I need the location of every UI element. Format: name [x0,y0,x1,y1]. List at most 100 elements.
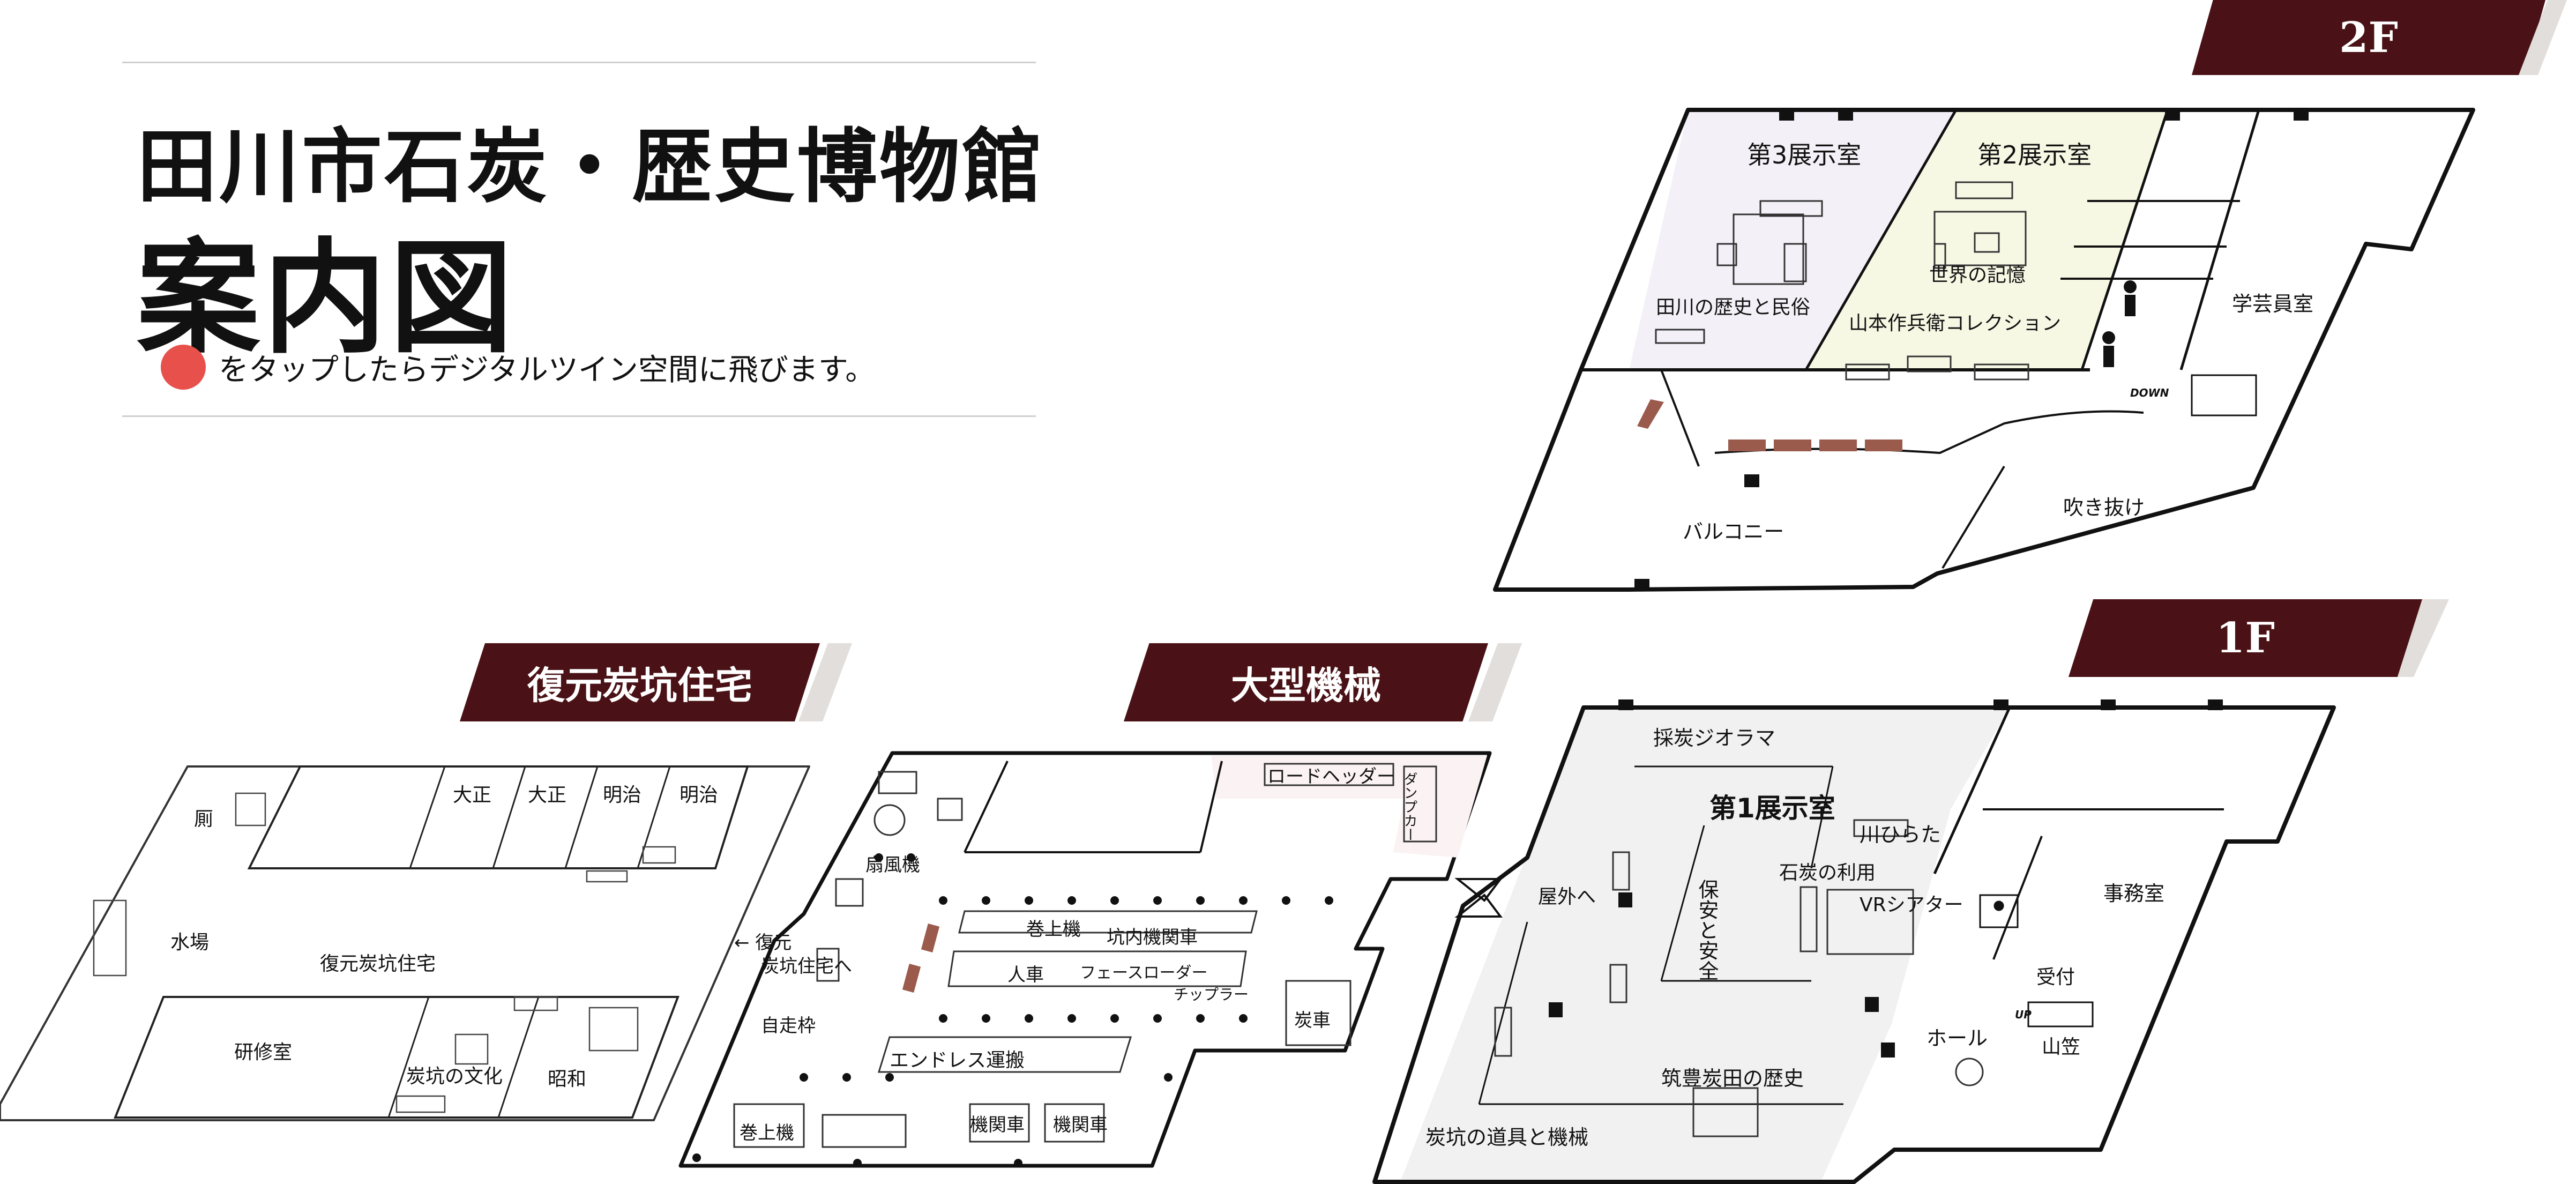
map-title: 案内図 [137,226,517,370]
accessible-restroom-icon [1979,894,2019,928]
plan-2f-outline [1493,108,2475,592]
wall [1660,825,1705,981]
wall [964,761,1009,853]
room-3-area[interactable] [1629,110,1956,370]
label-room3: 第3展示室 [1747,140,1861,169]
floor-badge-2f-label: 2F [2339,13,2398,62]
plan-machines: ロードヘッダー ダンプカー 扇風機 巻上機 坑内機関車 人車 フェースローダー … [678,751,1492,1168]
label-chikuho: 筑豊炭田の歴史 [1661,1067,1804,1090]
plan-1f-outline [1372,705,2336,1184]
label-loco-b: 機関車 [1053,1114,1108,1136]
header-rule-bottom [122,415,1036,417]
tag-housing[interactable]: 復元炭坑住宅 [460,643,820,721]
label-toilet: 厠 [194,808,213,830]
wall [1199,761,1223,853]
plan-machines-outline [678,751,1492,1168]
label-housing-center: 復元炭坑住宅 [320,953,436,975]
label-loco-a: 機関車 [970,1114,1025,1136]
plan-1f: 採炭ジオラマ 第1展示室 川ひらた 石炭の利用 保安と安全 VRシアター 事務室… [1372,699,2336,1184]
label-yamagasa: 山笠 [2042,1036,2080,1058]
label-hall: ホール [1927,1026,1988,1050]
wall [1660,369,1700,467]
room-1-area[interactable] [1401,708,2010,1179]
label-coal-use: 石炭の利用 [1779,862,1876,884]
to-housing-line1: ← 復元 [734,932,792,954]
label-kawahirata: 川ひらた [1860,823,1941,846]
hotspot-hint-text: をタップしたらデジタルツイン空間に飛びます。 [219,352,876,388]
label-outdoor: 屋外へ [1538,886,1596,908]
museum-title: 田川市石炭・歴史博物館 [137,120,1045,214]
label-face-loader: フェースローダー [1080,964,1208,982]
hotspots-2f[interactable] [1634,110,2309,590]
floor-badge-1f[interactable] [2069,599,2422,677]
house-block-top [247,765,749,869]
label-diorama: 採炭ジオラマ [1653,726,1775,750]
label-down: DOWN [2130,386,2169,399]
label-to-housing[interactable]: ← 復元 炭坑住宅へ [734,932,852,977]
label-room1: 第1展示室 [1709,793,1835,824]
wall [497,996,540,1118]
wall [409,766,446,869]
hotspots-machines[interactable] [692,853,1333,1167]
label-showa: 昭和 [548,1068,586,1090]
label-road-header: ロードヘッダー [1267,766,1395,787]
outdoor-exit-icon[interactable] [1454,878,1503,918]
yard-area [1211,756,1487,858]
label-water: 水場 [170,932,209,954]
label-endless: エンドレス運搬 [890,1049,1025,1071]
wall [2179,109,2260,370]
tag-machines[interactable]: 大型機械 [1124,643,1488,721]
display-cases-machines[interactable] [902,924,940,993]
label-atrium: 吹き抜け [2063,496,2145,519]
label-taisho-a: 大正 [453,784,491,806]
room-2-exhibits [1845,181,2029,381]
floor-badge-2f[interactable] [2192,0,2545,75]
label-winch-b: 巻上機 [740,1122,794,1144]
label-loco-pit: 坑内機関車 [1107,927,1198,948]
room-3-exhibits [1655,200,1823,344]
label-room2: 第2展示室 [1977,140,2092,169]
stair-1f[interactable] [2027,1001,2094,1027]
stair-2f[interactable] [2191,374,2257,416]
label-meiji-b: 明治 [680,784,718,806]
label-taisho-b: 大正 [528,784,566,806]
label-yamamoto: 山本作兵衛コレクション [1849,312,2061,334]
label-history: 田川の歴史と民俗 [1656,296,1810,318]
label-fan: 扇風機 [865,854,920,876]
plan-2f: 第3展示室 第2展示室 田川の歴史と民俗 世界の記憶 山本作兵衛コレクション 学… [1493,108,2475,592]
label-coal-car: 炭車 [1294,1010,1331,1031]
label-chippler: チップラー [1174,986,1249,1003]
restroom-icon [2102,280,2137,367]
label-winch-a: 巻上機 [1026,919,1081,940]
room-2-area[interactable] [1806,110,2168,370]
label-safety: 保安と安全 [1695,879,1719,981]
hall-feature [1955,1058,1984,1086]
wall [1942,465,2005,569]
display-cases-2f[interactable] [1637,399,1902,451]
room-1-exhibits [1494,819,1914,1137]
wall [1810,766,1834,869]
wall [387,996,430,1118]
wall [1933,706,2011,875]
label-memory: 世界の記憶 [1929,264,2026,286]
wall [1478,921,1528,1105]
house-block-bottom [114,996,680,1119]
label-culture: 炭坑の文化 [406,1066,503,1088]
floor-badge-1f-label: 1F [2216,614,2275,662]
label-tools: 炭坑の道具と機械 [1425,1126,1588,1149]
housing-details [93,792,676,1113]
wall [2080,109,2169,370]
wall [1804,109,1958,371]
label-balcony: バルコニー [1683,520,1784,543]
hotspots-1f[interactable] [1549,699,2223,1058]
header-rule-top [122,62,1036,63]
hotspot-dot-icon [161,345,206,390]
machine-outlines [733,763,1437,1148]
label-curator: 学芸員室 [2232,292,2313,316]
label-self-frame: 自走枠 [761,1015,816,1037]
hotspot-hint: をタップしたらデジタルツイン空間に飛びます。 [161,343,875,391]
label-training: 研修室 [234,1041,292,1063]
to-housing-line2: 炭坑住宅へ [761,956,852,977]
wall [564,766,599,869]
